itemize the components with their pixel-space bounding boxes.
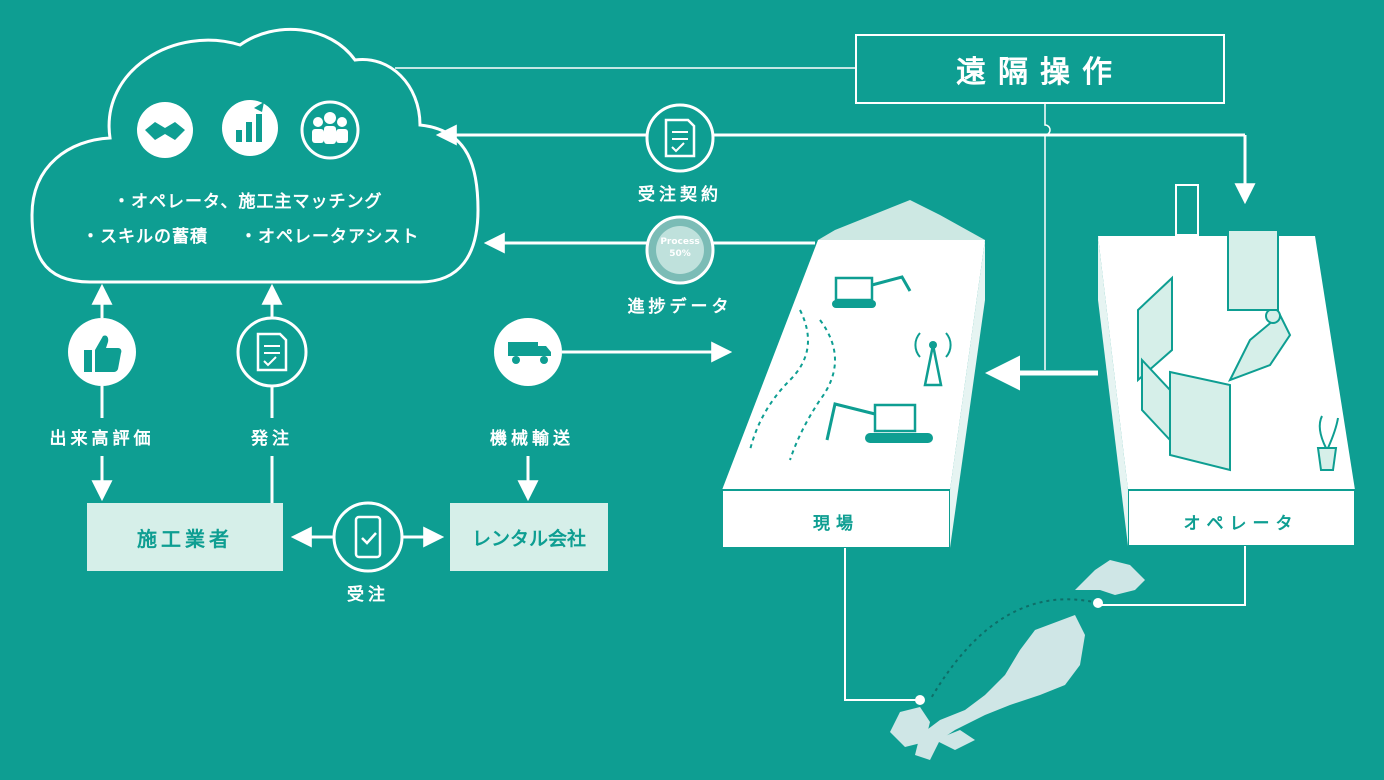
progress-data-label: 進捗データ <box>627 297 733 317</box>
progress-gauge-icon <box>645 215 715 285</box>
growth-chart-icon <box>222 100 278 156</box>
monitor-panels-icon <box>1137 275 1231 472</box>
japan-map <box>890 560 1145 760</box>
antenna-icon <box>914 332 952 387</box>
thumbs-up-icon <box>68 318 136 386</box>
cloud-bullet-skill: ・スキルの蓄積 <box>82 227 208 247</box>
progress-badge: Process 50% <box>660 236 699 260</box>
excavator-icon-2 <box>825 402 933 443</box>
excavator-icon <box>832 275 912 308</box>
receive-order-label: 受注 <box>347 585 389 605</box>
progress-badge-line1: Process <box>660 237 700 247</box>
contract-label: 受注契約 <box>638 185 722 205</box>
group-icon <box>300 100 360 160</box>
cloud-shape <box>30 27 480 284</box>
transport-label: 機械輸送 <box>490 429 574 449</box>
rental-company-box: レンタル会社 <box>450 503 608 571</box>
evaluation-label: 出来高評価 <box>49 429 155 449</box>
order-doc-icon <box>236 316 308 388</box>
smartphone-icon <box>332 501 404 573</box>
truck-icon <box>494 318 562 386</box>
remote-operation-title: 遠隔操作 <box>855 34 1225 104</box>
operator-label: オペレータ <box>1183 514 1299 534</box>
operator-block <box>1098 184 1356 547</box>
handshake-icon <box>137 102 193 158</box>
contractor-box: 施工業者 <box>87 503 283 571</box>
order-label: 発注 <box>251 429 293 449</box>
site-label: 現場 <box>813 514 859 534</box>
cloud-bullet-assist: ・オペレータアシスト <box>240 227 420 247</box>
operator-seat-icon <box>1227 308 1292 382</box>
progress-badge-line2: 50% <box>669 249 691 259</box>
plant-icon <box>1316 415 1339 471</box>
contract-doc-icon <box>645 103 715 173</box>
cloud-bullet-matching: ・オペレータ、施工主マッチング <box>113 192 383 212</box>
site-block <box>721 200 985 549</box>
desk-icon <box>1227 229 1279 311</box>
